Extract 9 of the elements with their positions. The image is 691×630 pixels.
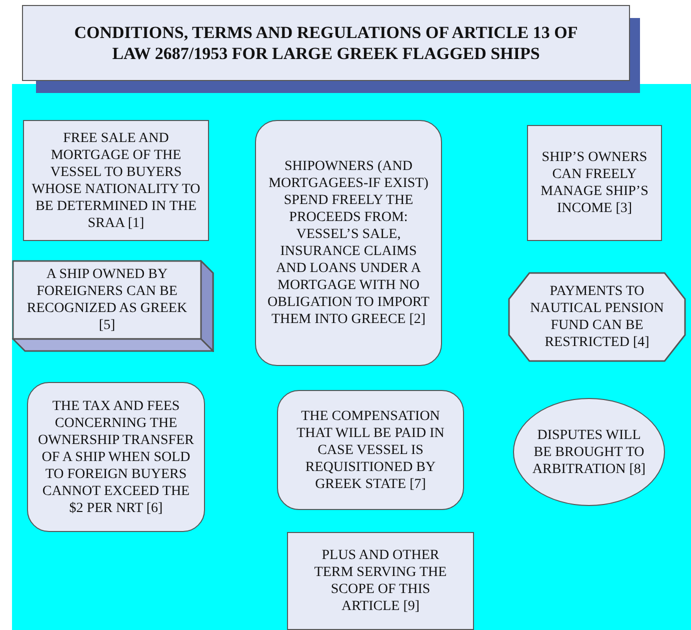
rounded-text-box: THE TAX AND FEES CONCERNING THE OWNERSHIP TRANSFER OF A SHIP WHEN SOLD TO FOREIGN BUYERS CANNOT EXCEED THE $2 PER NRT [6] <box>27 382 205 532</box>
rounded-text-box: THE COMPENSATION THAT WILL BE PAID IN CASE VESSEL IS REQUISITIONED BY GREEK STATE [7] <box>277 390 464 510</box>
text-box: SHIP’S OWNERS CAN FREELY MANAGE SHIP’S INCOME [3] <box>527 125 662 241</box>
raised-text-box: A SHIP OWNED BY FOREIGNERS CAN BE RECOGNIZED AS GREEK [5] <box>12 260 214 352</box>
rounded-text-box: SHIPOWNERS (AND MORTGAGEES-IF EXIST) SPEND FREELY THE PROCEEDS FROM: VESSEL’S SALE, INSURANCE CLAIMS AND LOANS UNDER A MORTGAGE WITH NO OBLIGATION TO IMPORT THEM INTO GREECE [2] <box>255 120 442 366</box>
title-banner: CONDITIONS, TERMS AND REGULATIONS OF ARTICLE 13 OF LAW 2687/1953 FOR LARGE GREEK FLAGGED SHIPS <box>22 5 630 81</box>
text-box: FREE SALE AND MORTGAGE OF THE VESSEL TO BUYERS WHOSE NATIONALITY TO BE DETERMINED IN THE SRAA [1] <box>23 120 209 241</box>
octagon-shape: PAYMENTS TO NAUTICAL PENSION FUND CAN BE RESTRICTED [4] <box>508 272 686 362</box>
text-box: PLUS AND OTHER TERM SERVING THE SCOPE OF THIS ARTICLE [9] <box>287 532 474 630</box>
